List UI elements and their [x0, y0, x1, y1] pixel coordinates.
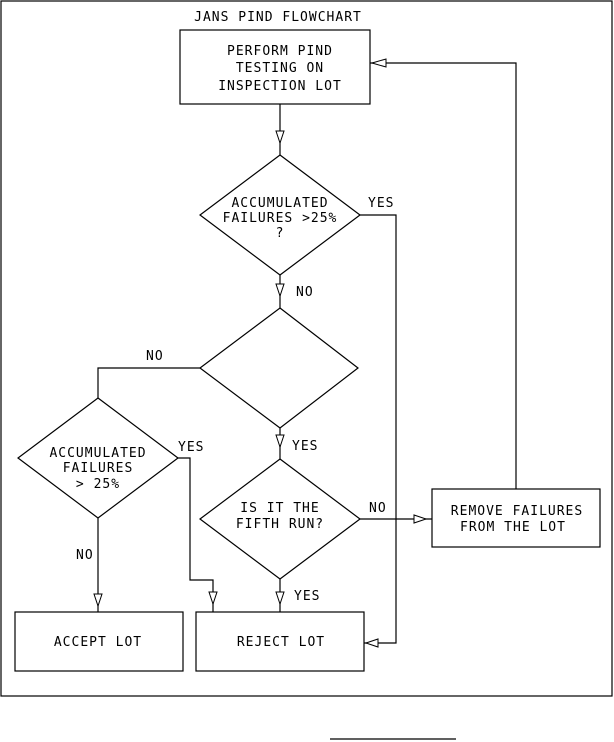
node-acc-top-line-3: ?: [276, 226, 285, 241]
arrow-fifth-no-remove: [413, 514, 428, 524]
node-blank-decision: [199, 307, 359, 429]
edge-label-top-yes: YES: [368, 196, 394, 211]
node-accumulated-failures-left: ACCUMULATED FAILURES > 25%: [17, 397, 179, 519]
node-perform-line-1: PERFORM PIND: [227, 44, 333, 59]
flowchart-title: JANS PIND FLOWCHART: [194, 10, 362, 25]
node-remove-line-1: REMOVE FAILURES: [451, 504, 583, 519]
edge-label-fifth-yes: YES: [294, 589, 320, 604]
arrow-fifth-yes-reject: [275, 591, 285, 606]
node-fifth-line-2: FIFTH RUN?: [236, 517, 324, 532]
arrow-left-yes-reject: [208, 591, 218, 606]
node-acc-left-line-1: ACCUMULATED: [49, 446, 146, 461]
node-fifth-run-decision: IS IT THE FIFTH RUN?: [199, 458, 361, 580]
arrow-loop-to-perform: [370, 58, 387, 68]
edge-label-blank-yes: YES: [292, 439, 318, 454]
edge-blank-no: [97, 367, 200, 398]
node-perform-line-3: INSPECTION LOT: [218, 79, 342, 94]
edge-remove-loop: [370, 62, 517, 489]
edge-top-yes: [360, 214, 397, 644]
edge-label-top-no: NO: [296, 285, 314, 300]
edge-label-left-no: NO: [76, 548, 94, 563]
node-acc-top-line-1: ACCUMULATED: [231, 196, 328, 211]
arrow-left-no-accept: [93, 593, 103, 608]
edge-label-fifth-no: NO: [369, 501, 387, 516]
node-acc-left-line-2: FAILURES: [63, 461, 134, 476]
arrow-top-yes-reject: [364, 638, 379, 648]
node-reject-label: REJECT LOT: [237, 635, 325, 650]
diagram-frame: [0, 0, 613, 697]
node-perform-testing: PERFORM PIND TESTING ON INSPECTION LOT: [179, 29, 371, 105]
arrow-perform-to-top: [275, 130, 285, 145]
edge-left-yes: [178, 457, 214, 612]
node-remove-failures: REMOVE FAILURES FROM THE LOT: [431, 488, 601, 548]
node-remove-line-2: FROM THE LOT: [460, 520, 566, 535]
edge-label-blank-no: NO: [146, 349, 164, 364]
arrow-top-no: [275, 283, 285, 298]
node-fifth-line-1: IS IT THE: [240, 501, 319, 516]
node-accept-lot: ACCEPT LOT: [14, 611, 184, 672]
node-acc-left-line-3: > 25%: [76, 477, 120, 492]
node-acc-top-line-2: FAILURES >25%: [223, 211, 338, 226]
node-perform-line-2: TESTING ON: [236, 61, 324, 76]
edge-label-left-yes: YES: [178, 440, 204, 455]
node-accumulated-failures-top: ACCUMULATED FAILURES >25% ?: [199, 154, 361, 276]
node-accept-label: ACCEPT LOT: [54, 635, 142, 650]
arrow-blank-yes: [275, 434, 285, 449]
node-reject-lot: REJECT LOT: [195, 611, 365, 672]
